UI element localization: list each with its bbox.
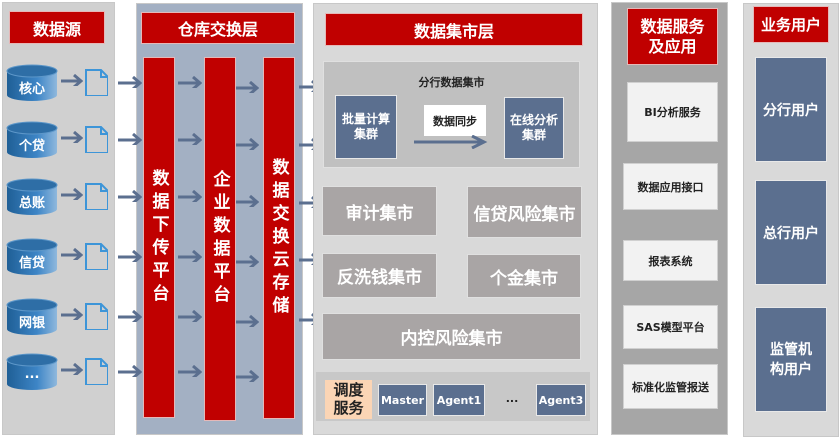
arrow-icon — [61, 74, 83, 86]
arrow-icon — [61, 308, 83, 320]
database-source[interactable]: 信贷 — [6, 238, 58, 276]
database-source[interactable]: ... — [6, 353, 58, 391]
branch-datamart-title: 分行数据集市 — [418, 76, 485, 89]
arrow-icon — [61, 363, 83, 375]
database-icon — [6, 353, 58, 390]
database-label: 信贷 — [18, 256, 45, 271]
file-icon — [85, 303, 108, 330]
database-label: 网银 — [18, 316, 45, 331]
scheduler-master[interactable]: Master — [378, 384, 427, 416]
database-icon — [6, 178, 58, 215]
file-icon — [85, 183, 108, 210]
arrow-icon — [118, 76, 142, 88]
file-icon — [85, 126, 108, 153]
batch-compute-cluster[interactable]: 批量计算集群 — [335, 95, 397, 159]
database-source[interactable]: 个贷 — [6, 121, 58, 159]
arrow-icon — [178, 190, 202, 202]
arrow-icon — [61, 131, 83, 143]
arrow-icon — [236, 370, 259, 382]
user-regulator[interactable]: 监管机构用户 — [755, 307, 827, 412]
database-source[interactable]: 网银 — [6, 298, 58, 336]
scheduler-label: 调度服务 — [325, 380, 372, 419]
arrow-icon — [118, 365, 142, 377]
credit-risk-mart[interactable]: 信贷风险集市 — [467, 186, 582, 238]
database-label: 个贷 — [18, 139, 45, 154]
arrow-icon — [236, 195, 259, 207]
database-label: 总账 — [18, 196, 45, 211]
arrow-icon — [61, 248, 83, 260]
datamart-title: 数据集市层 — [325, 13, 583, 46]
service-data-api[interactable]: 数据应用接口 — [623, 163, 718, 210]
file-icon — [85, 69, 108, 96]
database-icon — [6, 298, 58, 335]
scheduler-ellipsis: ... — [505, 392, 519, 405]
scheduler-agent3[interactable]: Agent3 — [536, 384, 586, 416]
data-sync-label: 数据同步 — [424, 105, 486, 136]
file-icon — [85, 243, 108, 270]
arrow-icon — [118, 190, 142, 202]
arrow-icon — [61, 188, 83, 200]
database-source[interactable]: 核心 — [6, 64, 58, 102]
arrow-icon — [118, 310, 142, 322]
database-label: ... — [24, 367, 40, 382]
arrow-icon — [236, 255, 259, 267]
scheduler-agent1[interactable]: Agent1 — [433, 384, 485, 416]
database-label: 核心 — [18, 82, 45, 97]
users-title: 业务用户 — [753, 6, 829, 43]
arrow-icon — [236, 81, 259, 93]
internal-control-risk-mart[interactable]: 内控风险集市 — [322, 313, 581, 360]
database-source[interactable]: 总账 — [6, 178, 58, 216]
file-icon — [85, 358, 108, 385]
arrow-icon — [178, 310, 202, 322]
database-icon — [6, 238, 58, 275]
database-icon — [6, 121, 58, 158]
services-panel — [611, 2, 728, 435]
arrow-icon — [118, 133, 142, 145]
data-exchange-cloud-storage[interactable]: 数据交换云存储 — [263, 57, 295, 419]
database-icon — [6, 64, 58, 101]
arrow-icon — [178, 365, 202, 377]
services-title: 数据服务及应用 — [627, 8, 718, 65]
arrow-icon — [178, 76, 202, 88]
service-regulatory-reporting[interactable]: 标准化监管报送 — [623, 364, 718, 409]
arrow-icon — [236, 138, 259, 150]
arrow-icon — [178, 250, 202, 262]
service-bi-analysis[interactable]: BI分析服务 — [627, 82, 718, 142]
audit-mart[interactable]: 审计集市 — [322, 186, 437, 236]
online-analysis-cluster[interactable]: 在线分析集群 — [504, 97, 564, 159]
user-branch[interactable]: 分行用户 — [755, 57, 827, 162]
sync-arrow-icon — [414, 135, 488, 149]
arrow-icon — [178, 133, 202, 145]
warehouse-title: 仓库交换层 — [141, 12, 295, 44]
arrow-icon — [118, 250, 142, 262]
personal-finance-mart[interactable]: 个金集市 — [467, 254, 581, 298]
service-sas-platform[interactable]: SAS模型平台 — [623, 305, 718, 349]
sources-title: 数据源 — [9, 11, 105, 44]
service-report-system[interactable]: 报表系统 — [623, 240, 718, 281]
anti-money-laundering-mart[interactable]: 反洗钱集市 — [322, 253, 437, 298]
user-head-office[interactable]: 总行用户 — [755, 180, 827, 285]
enterprise-data-platform[interactable]: 企业数据平台 — [204, 57, 236, 421]
data-download-platform[interactable]: 数据下传平台 — [143, 57, 175, 418]
arrow-icon — [236, 315, 259, 327]
